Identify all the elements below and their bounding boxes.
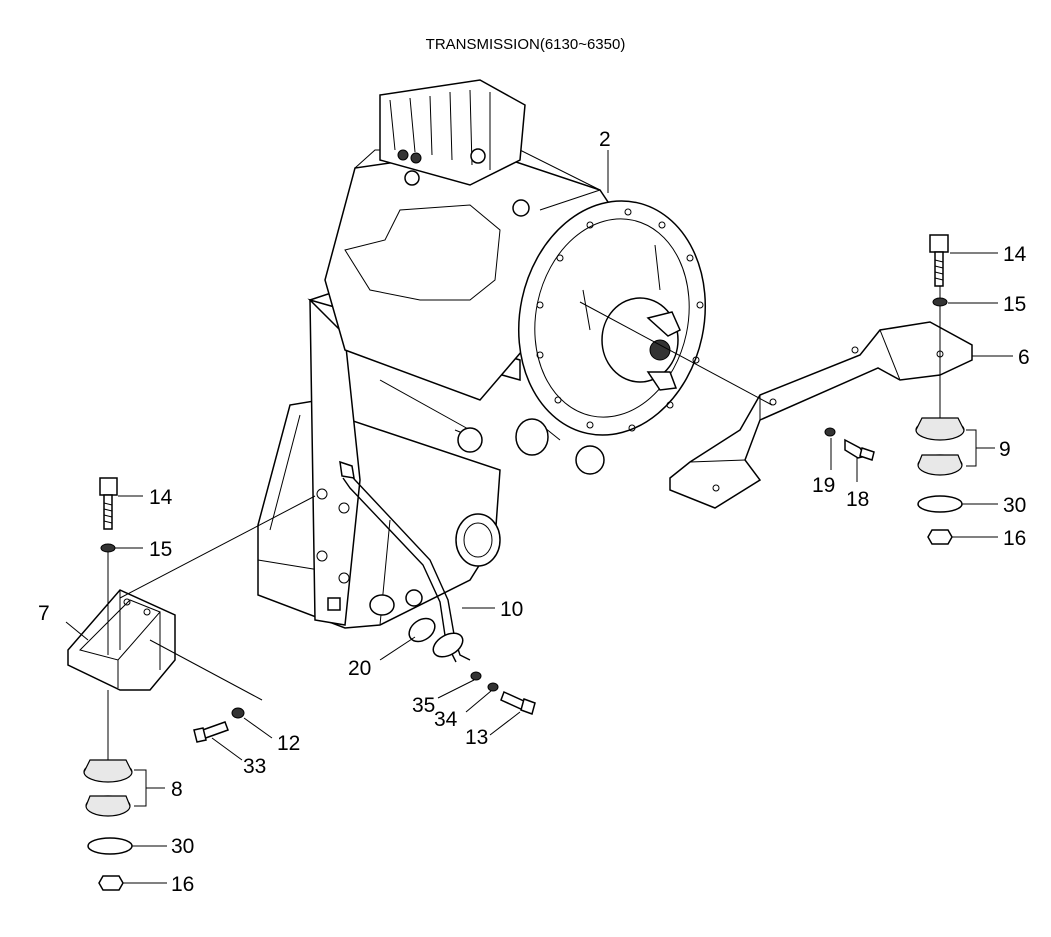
callout-14-right: 14 (1003, 243, 1027, 266)
callout-6: 6 (1018, 346, 1030, 369)
callout-16-right: 16 (1003, 527, 1026, 550)
callout-33: 33 (243, 755, 266, 778)
transmission-assembly (257, 79, 707, 629)
diagram-title: TRANSMISSION(6130~6350) (425, 36, 626, 53)
rubber-mount-9 (915, 417, 965, 476)
callout-15-left: 15 (149, 538, 172, 561)
callout-19: 19 (812, 474, 835, 497)
flange-bolt-holes (536, 208, 704, 432)
bolt-14-left (99, 477, 118, 530)
gasket (408, 617, 436, 643)
left-mount-bracket (67, 589, 176, 691)
callout-18: 18 (846, 488, 869, 511)
bolt-13 (500, 690, 536, 715)
callout-14-left: 14 (149, 486, 173, 509)
callout-13: 13 (465, 726, 488, 749)
washer-30-right (917, 495, 963, 513)
bolt-33 (193, 721, 229, 743)
callout-9: 9 (999, 438, 1011, 461)
callout-35: 35 (412, 694, 435, 717)
callout-10: 10 (500, 598, 523, 621)
bolt-18 (844, 438, 875, 461)
washer-35 (470, 671, 482, 681)
washer-15-left (100, 543, 116, 553)
callout-15-right: 15 (1003, 293, 1026, 316)
rubber-mount-8 (83, 759, 133, 817)
callout-30-left: 30 (171, 835, 194, 858)
callout-34: 34 (434, 708, 458, 731)
callout-2: 2 (599, 128, 611, 151)
washer-34 (487, 682, 499, 692)
leader-lines (65, 150, 1013, 884)
callout-16-left: 16 (171, 873, 194, 896)
right-mount-bracket (669, 321, 973, 509)
callout-7: 7 (38, 602, 50, 625)
callout-8: 8 (171, 778, 183, 801)
callout-labels: 2 14 15 6 9 19 18 30 16 14 15 7 10 20 35… (38, 128, 1030, 896)
callout-20: 20 (348, 657, 371, 680)
washer-12 (231, 707, 245, 719)
bolt-14-right (929, 234, 949, 287)
washer-30-left (87, 837, 133, 855)
oil-pipe (339, 460, 471, 663)
washer-19 (824, 427, 836, 437)
callout-12: 12 (277, 732, 300, 755)
washer-15-right (932, 297, 948, 307)
nut-16-left (98, 875, 124, 891)
nut-16-right (927, 529, 953, 545)
callout-30-right: 30 (1003, 494, 1026, 517)
